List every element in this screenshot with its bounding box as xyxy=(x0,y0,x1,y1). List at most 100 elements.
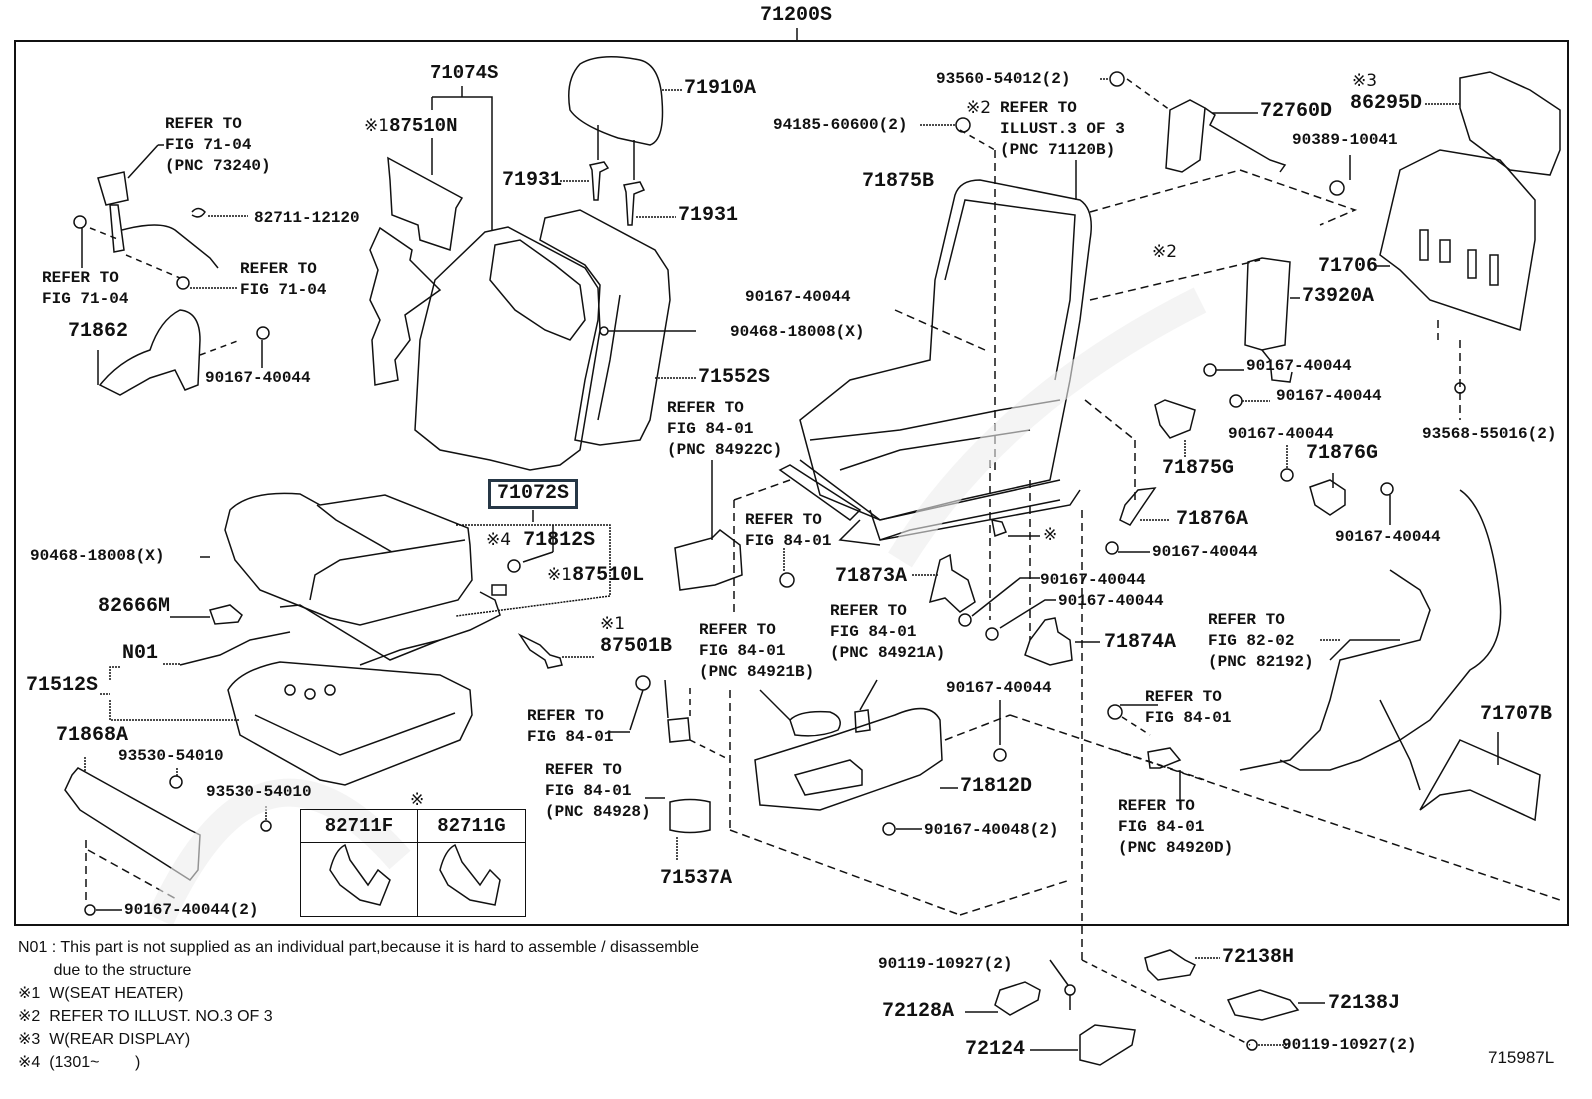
part-label-N01[interactable]: N01 xyxy=(122,642,159,665)
part-label-93530-54010-a[interactable]: 93530-54010 xyxy=(118,747,224,765)
part-label-71074S[interactable]: 71074S xyxy=(430,62,499,84)
trim-71862 xyxy=(98,309,201,396)
reference-fig-84-01-pnc-84921A[interactable]: REFER TO FIG 84-01 (PNC 84921A) xyxy=(830,602,946,662)
part-label-72138H[interactable]: 72138H xyxy=(1222,946,1295,969)
bracket-71707B xyxy=(1419,739,1541,822)
clip-star xyxy=(991,519,1007,538)
part-label-72124[interactable]: 72124 xyxy=(965,1038,1026,1061)
part-label-71876G[interactable]: 71876G xyxy=(1306,442,1379,465)
part-label-87510L-wrap[interactable]: ※187510L xyxy=(547,565,644,586)
part-label-90167-40044-frame[interactable]: 90167-40044 xyxy=(745,288,851,306)
part-label-72128A[interactable]: 72128A xyxy=(882,1000,955,1023)
reference-fig-71-04-pnc-73240[interactable]: REFER TO FIG 71-04 (PNC 73240) xyxy=(165,115,271,175)
seatbelt-buckle xyxy=(97,171,129,206)
part-label-71874A[interactable]: 71874A xyxy=(1104,631,1177,654)
part-label-71537A[interactable]: 71537A xyxy=(660,867,733,890)
assembly-title-71200S[interactable]: 71200S xyxy=(760,4,833,27)
part-label-94185-60600[interactable]: 94185-60600(2) xyxy=(773,116,908,134)
clip-82711G xyxy=(439,843,501,906)
part-label-71875B[interactable]: 71875B xyxy=(862,170,935,193)
part-label-87510N-wrap[interactable]: ※187510N xyxy=(364,116,457,136)
part-label-90119-10927-b[interactable]: 90119-10927(2) xyxy=(1282,1036,1417,1054)
side-shield-71812D xyxy=(754,707,943,811)
diagram-frame xyxy=(14,40,1569,926)
part-label-90119-10927-a[interactable]: 90119-10927(2) xyxy=(878,955,1013,973)
reference-fig-84-01-c[interactable]: REFER TO FIG 84-01 xyxy=(1145,688,1232,727)
part-label-71707B[interactable]: 71707B xyxy=(1480,703,1553,726)
part-label-82711-12120[interactable]: 82711-12120 xyxy=(254,209,360,227)
part-label-93560-54012[interactable]: 93560-54012(2) xyxy=(936,70,1071,88)
watermark xyxy=(147,287,1207,926)
reference-fig-84-01-a[interactable]: REFER TO FIG 84-01 xyxy=(745,511,832,550)
figure-number: 715987L xyxy=(1488,1048,1555,1067)
part-label-82666M[interactable]: 82666M xyxy=(98,595,171,618)
part-label-90167-40044-i[interactable]: 90167-40044 xyxy=(1058,592,1164,610)
part-label-87510L[interactable]: 87510L xyxy=(572,564,645,587)
reference-fig-71-04-left[interactable]: REFER TO FIG 71-04 xyxy=(42,269,129,308)
part-label-71812S[interactable]: 71812S xyxy=(523,529,596,552)
seatback-pad-71552S xyxy=(539,209,671,446)
part-label-90167-40048[interactable]: 90167-40048(2) xyxy=(924,821,1059,839)
reference-fig-84-01-pnc-84928[interactable]: REFER TO FIG 84-01 (PNC 84928) xyxy=(545,761,651,821)
part-label-90167-40044-j[interactable]: 90167-40044 xyxy=(946,679,1052,697)
part-label-71812D[interactable]: 71812D xyxy=(960,775,1033,798)
part-label-90167-40044-left[interactable]: 90167-40044 xyxy=(205,369,311,387)
part-label-71910A[interactable]: 71910A xyxy=(684,77,757,100)
part-label-93530-54010-b[interactable]: 93530-54010 xyxy=(206,783,312,801)
footnote-2: ※2 REFER TO ILLUST. NO.3 OF 3 xyxy=(18,1008,273,1025)
table-header-82711F[interactable]: 82711F xyxy=(301,810,417,843)
part-label-90167-40044-2[interactable]: 90167-40044(2) xyxy=(124,901,259,919)
part-label-90167-40044-e[interactable]: 90167-40044 xyxy=(1228,425,1334,443)
reference-fig-71-04-right[interactable]: REFER TO FIG 71-04 xyxy=(240,260,327,299)
part-label-87501B[interactable]: 87501B xyxy=(600,635,673,658)
bracket-71873A xyxy=(928,553,976,613)
part-label-71862[interactable]: 71862 xyxy=(68,320,129,343)
part-label-90167-40044-h[interactable]: 90167-40044 xyxy=(1040,571,1146,589)
table-header-82711G[interactable]: 82711G xyxy=(418,810,525,843)
part-label-86295D[interactable]: 86295D xyxy=(1350,92,1423,115)
part-label-71876A[interactable]: 71876A xyxy=(1176,508,1249,531)
bracket-71874A xyxy=(1024,617,1073,666)
part-label-90167-40044-d[interactable]: 90167-40044 xyxy=(1276,387,1382,405)
part-label-71072S-highlighted[interactable]: 71072S xyxy=(488,479,579,509)
part-label-71552S[interactable]: 71552S xyxy=(698,366,771,389)
part-label-71931-left[interactable]: 71931 xyxy=(502,169,563,192)
part-label-71812S-wrap[interactable]: ※4 71812S xyxy=(486,530,595,551)
part-label-90167-40044-g[interactable]: 90167-40044 xyxy=(1152,543,1258,561)
seatback-heater-pad xyxy=(387,156,464,251)
leader-71074S xyxy=(432,96,493,230)
part-label-87510N[interactable]: 87510N xyxy=(389,115,458,137)
reference-fig-84-01-pnc-84922C[interactable]: REFER TO FIG 84-01 (PNC 84922C) xyxy=(667,399,783,459)
part-label-72138J[interactable]: 72138J xyxy=(1328,992,1401,1015)
part-label-73920A[interactable]: 73920A xyxy=(1302,285,1375,308)
part-72138H xyxy=(1144,949,1197,981)
part-label-71875G[interactable]: 71875G xyxy=(1162,457,1235,480)
knob-84921A xyxy=(854,709,871,733)
part-label-90389-10041[interactable]: 90389-10041 xyxy=(1292,131,1398,149)
clip-82711F xyxy=(329,843,391,906)
part-label-90167-40044-c[interactable]: 90167-40044 xyxy=(1246,357,1352,375)
part-label-71706[interactable]: 71706 xyxy=(1318,255,1379,278)
reference-fig-84-01-pnc-84921B[interactable]: REFER TO FIG 84-01 (PNC 84921B) xyxy=(699,621,815,681)
seat-cushion-pad-71512S xyxy=(227,661,473,786)
part-label-90468-18008-upper[interactable]: 90468-18008(X) xyxy=(730,323,865,341)
reference-fig-84-01-b[interactable]: REFER TO FIG 84-01 xyxy=(527,707,614,746)
part-label-93568-55016[interactable]: 93568-55016(2) xyxy=(1422,425,1557,443)
seatback-cover-71074S xyxy=(414,226,601,471)
part-label-71512S[interactable]: 71512S xyxy=(26,674,99,697)
footnote-4: ※4 (1301~ ) xyxy=(18,1054,141,1071)
note-mark-1: ※1 xyxy=(364,116,390,136)
note-mark-3: ※3 xyxy=(1352,71,1378,91)
part-label-90167-40044-f[interactable]: 90167-40044 xyxy=(1335,528,1441,546)
reference-illust-3-of-3-pnc-71120B[interactable]: REFER TO ILLUST.3 OF 3 (PNC 71120B) xyxy=(1000,99,1125,159)
reference-fig-84-01-pnc-84920D[interactable]: REFER TO FIG 84-01 (PNC 84920D) xyxy=(1118,797,1234,857)
reference-fig-82-02-pnc-82192[interactable]: REFER TO FIG 82-02 (PNC 82192) xyxy=(1208,611,1314,671)
part-label-90468-18008-lower[interactable]: 90468-18008(X) xyxy=(30,547,165,565)
part-label-72760D[interactable]: 72760D xyxy=(1260,100,1333,123)
part-label-71868A[interactable]: 71868A xyxy=(56,724,129,747)
part-label-71873A[interactable]: 71873A xyxy=(835,565,908,588)
heater-connector-87501B xyxy=(517,633,563,669)
part-label-71931-right[interactable]: 71931 xyxy=(678,204,739,227)
bracket-71876A xyxy=(1119,487,1157,526)
cover-71537A xyxy=(669,798,711,834)
